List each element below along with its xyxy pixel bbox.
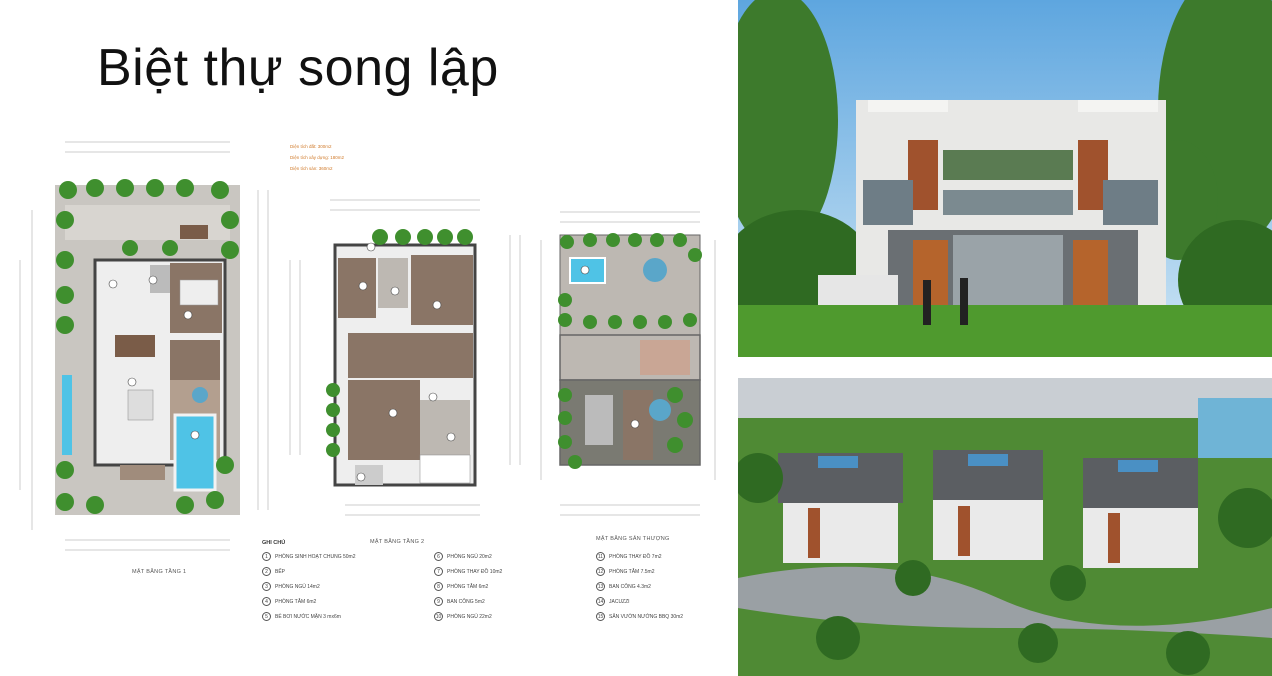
floor-plan-1-label: MẶT BẰNG TẦNG 1 (132, 569, 187, 575)
page-title: Biệt thự song lập (97, 39, 499, 97)
area-note-floor: Diện tích sàn: 360m2 (290, 166, 333, 171)
terrace-plan (540, 211, 716, 516)
legend-heading: GHI CHÚ (262, 540, 286, 546)
floor-plan-2 (289, 199, 521, 516)
floor-plan-2-label: MẶT BẰNG TẦNG 2 (370, 539, 425, 545)
terrace-plan-label: MẶT BẰNG SÂN THƯỢNG (596, 536, 670, 542)
villa-front-render (738, 0, 1272, 357)
floor-plan-1 (19, 141, 269, 551)
villa-aerial-render (738, 378, 1272, 676)
area-note-land: Diện tích đất: 300m2 (290, 144, 332, 149)
area-note-build: Diện tích xây dựng: 180m2 (290, 155, 345, 160)
